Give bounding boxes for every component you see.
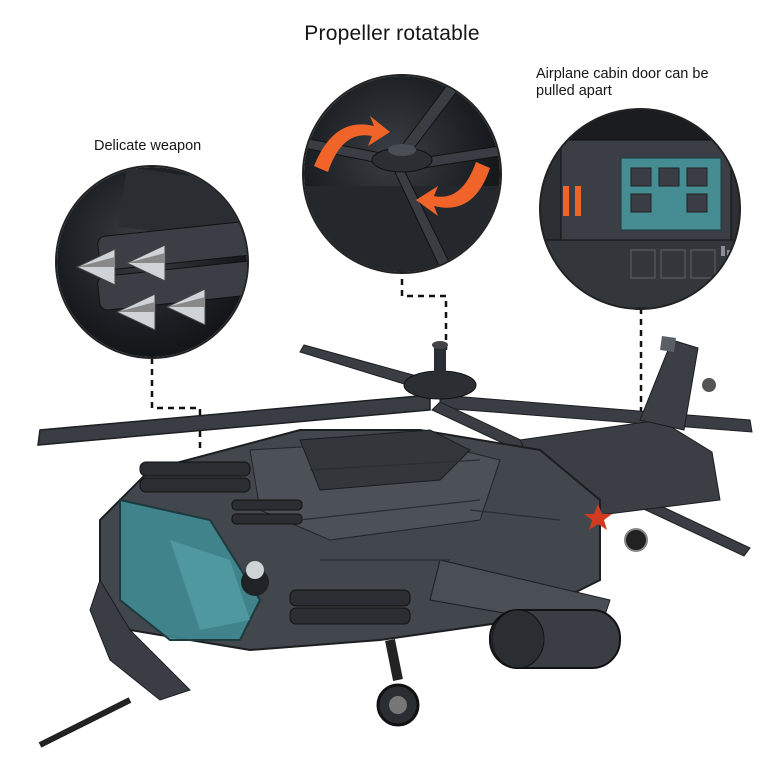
fuselage bbox=[38, 429, 621, 748]
cabin-door-icon bbox=[541, 110, 739, 308]
callout-weapon-label: Delicate weapon bbox=[94, 138, 202, 154]
missile-icon bbox=[75, 167, 247, 331]
landing-gear bbox=[376, 639, 420, 727]
rotor-hub-icon bbox=[304, 76, 500, 272]
gun-pods bbox=[139, 461, 411, 625]
red-star-emblem bbox=[584, 504, 612, 530]
callout-door-line2: pulled apart bbox=[536, 82, 612, 99]
leader-line-propeller bbox=[400, 268, 448, 350]
zoom-propeller-circle bbox=[304, 76, 500, 272]
leader-line-weapon bbox=[150, 358, 202, 450]
page-title: Propeller rotatable bbox=[304, 22, 480, 45]
callout-door-label: Airplane cabin door can be pulled apart bbox=[536, 66, 746, 99]
zoom-door-circle bbox=[541, 110, 739, 308]
fuel-tank bbox=[489, 609, 621, 669]
callout-door-line1: Airplane cabin door can be bbox=[536, 66, 709, 82]
rotate-arrow-right-icon bbox=[416, 162, 490, 216]
rotate-arrow-left-icon bbox=[314, 116, 390, 172]
zoom-weapon-circle bbox=[57, 167, 247, 357]
